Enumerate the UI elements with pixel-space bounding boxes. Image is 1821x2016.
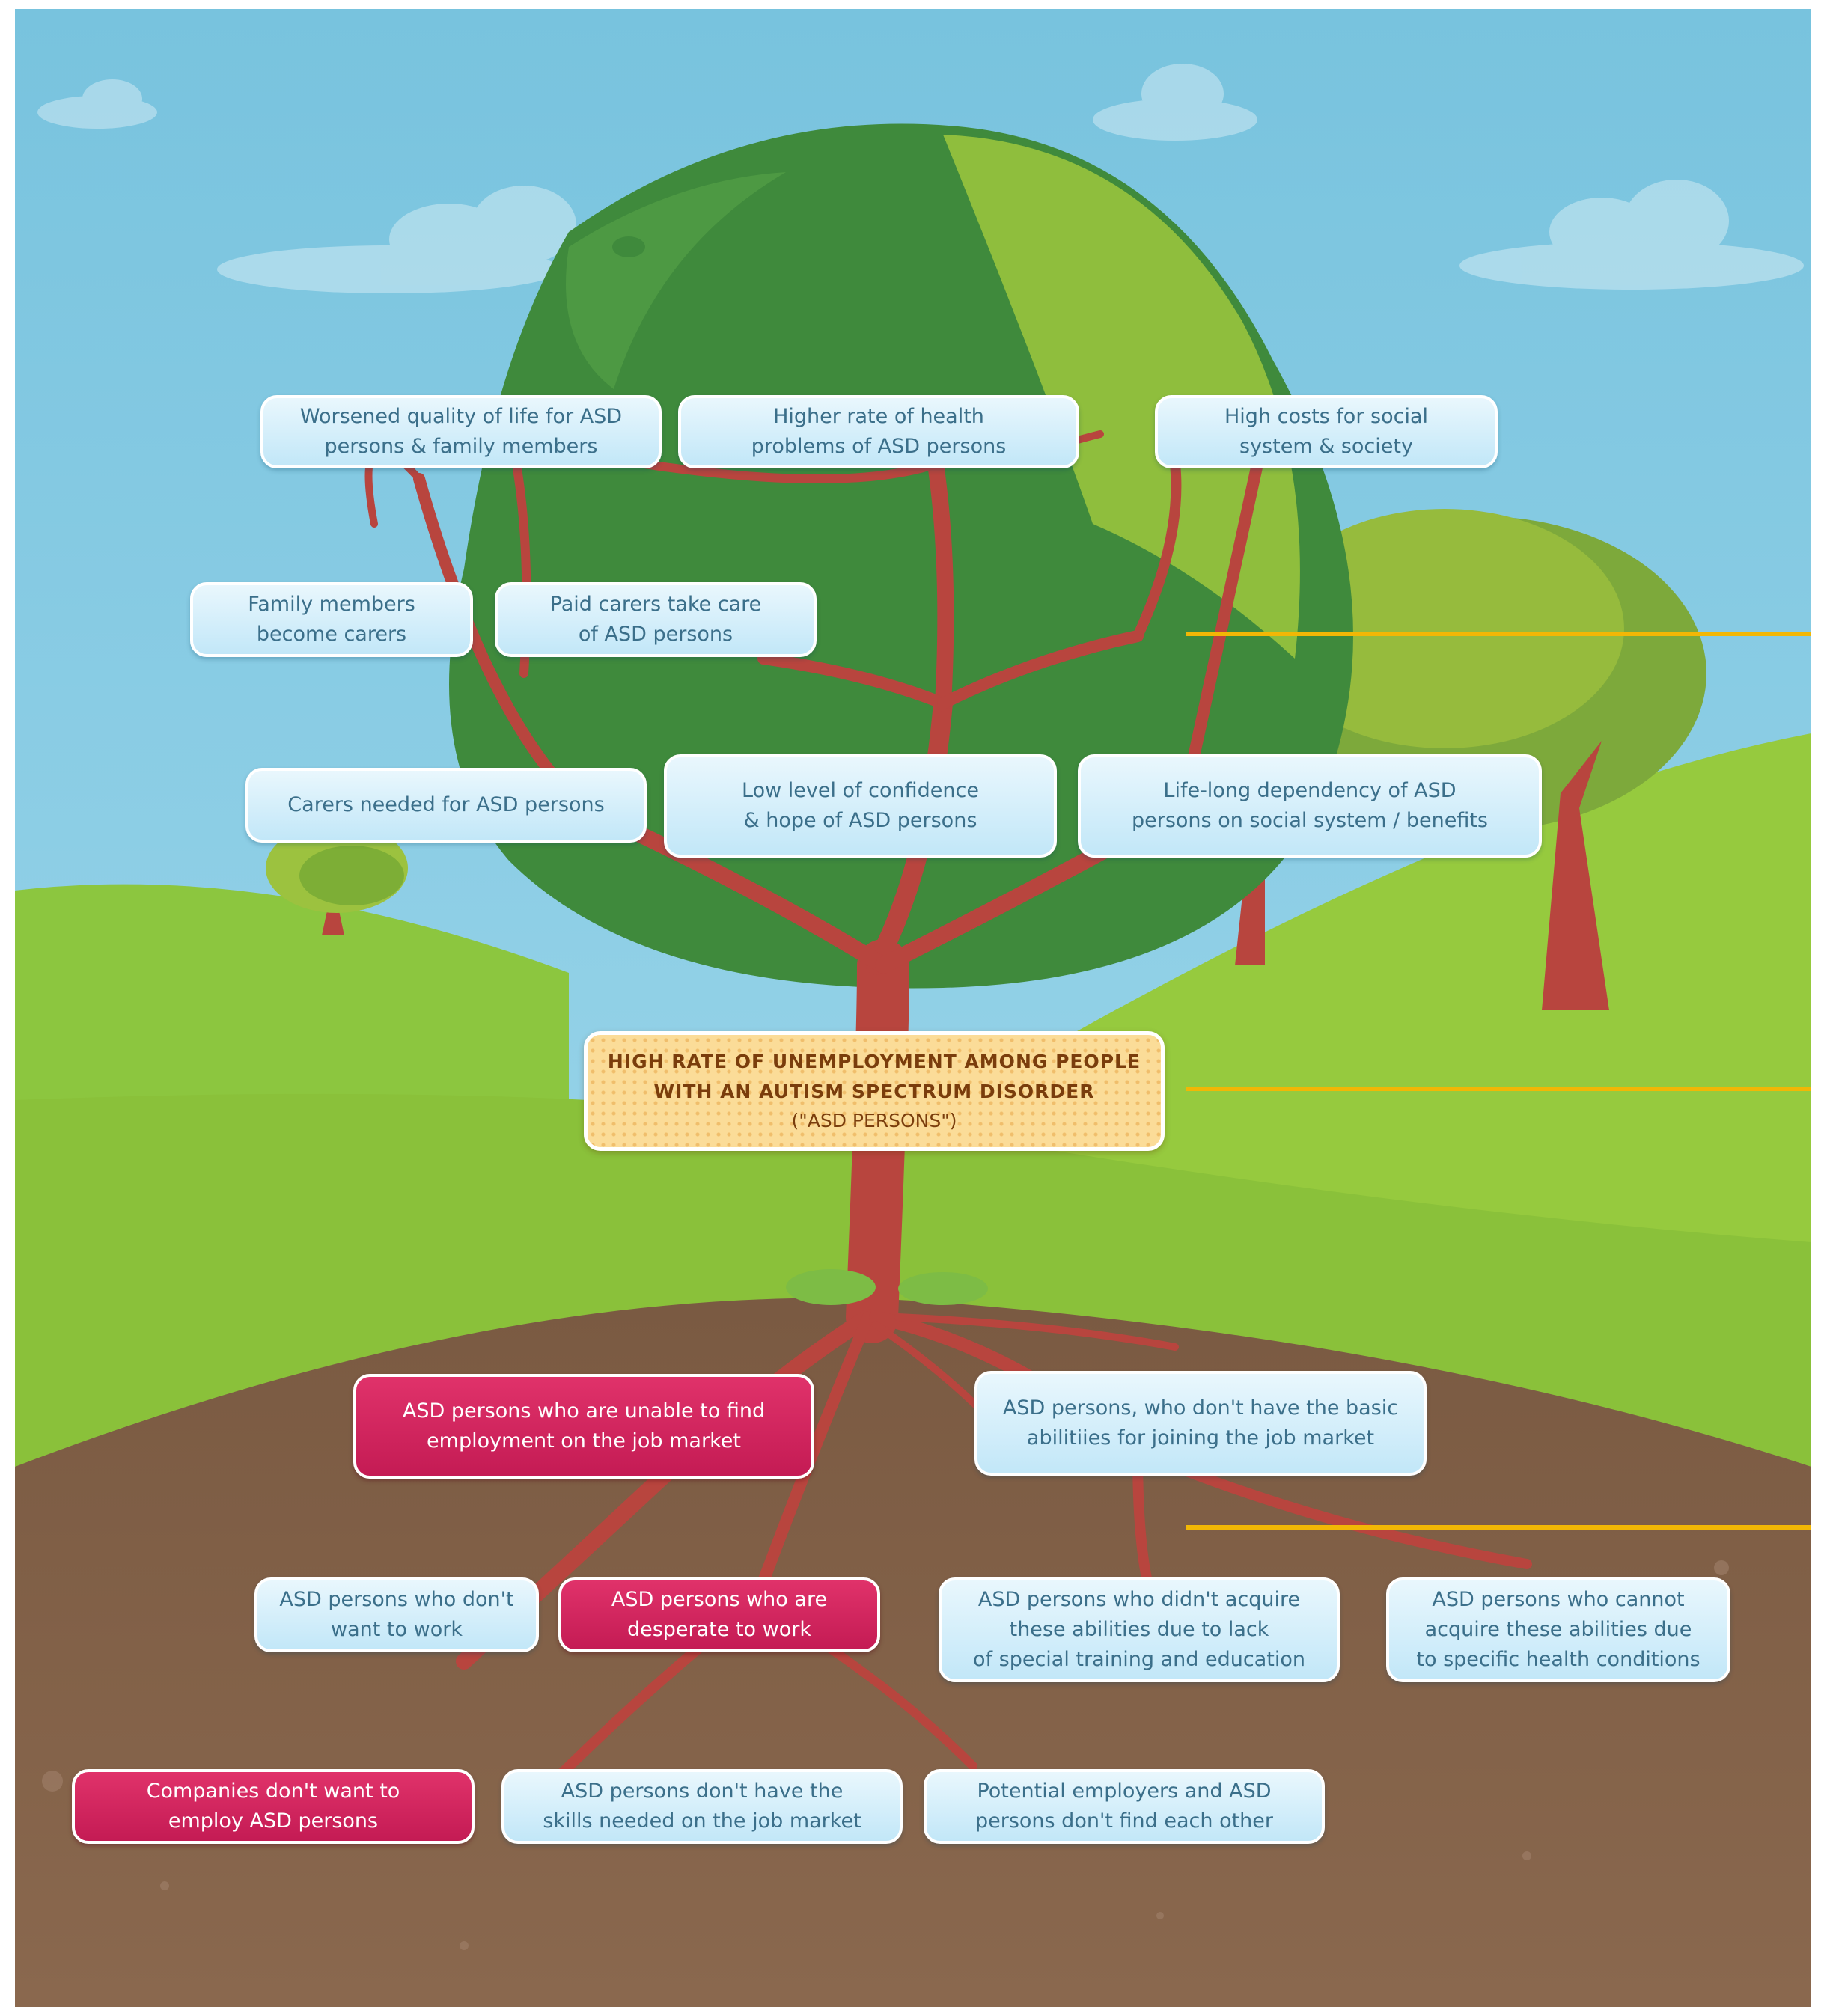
grass-tuft [786,1269,988,1305]
cause-label: ASD persons don't have the skills needed… [543,1780,861,1833]
effect-box: Low level of confidence & hope of ASD pe… [664,754,1057,858]
effect-label: Higher rate of health problems of ASD pe… [751,405,1007,458]
effect-label: Carers needed for ASD persons [287,793,605,816]
effect-box: Higher rate of health problems of ASD pe… [678,395,1079,468]
cause-box: ASD persons who are desperate to work [558,1577,880,1652]
effect-box: High costs for social system & society [1155,395,1498,468]
cause-box: ASD persons who are unable to find emplo… [353,1374,814,1479]
cause-label: ASD persons who don't want to work [279,1588,514,1641]
cause-box: Potential employers and ASD persons don'… [924,1769,1325,1844]
accent-lines [1186,632,1811,1530]
effect-box: Worsened quality of life for ASD persons… [260,395,662,468]
cause-label: Potential employers and ASD persons don'… [974,1780,1274,1833]
cause-box: ASD persons don't have the skills needed… [501,1769,903,1844]
cause-label: Companies don't want to employ ASD perso… [146,1780,400,1833]
effect-box: Family members become carers [190,582,473,657]
cause-label: ASD persons who are desperate to work [611,1588,828,1641]
right-tree [1235,509,1706,1010]
cause-box: ASD persons who didn't acquire these abi… [939,1577,1340,1682]
soil-speckles [42,1560,1729,1950]
clouds [37,64,1804,293]
effect-label: High costs for social system & society [1224,405,1428,458]
effect-label: Low level of confidence & hope of ASD pe… [742,779,979,832]
cause-box: ASD persons who cannot acquire these abi… [1386,1577,1730,1682]
cause-label: ASD persons who cannot acquire these abi… [1416,1588,1700,1671]
cause-box: Companies don't want to employ ASD perso… [72,1769,475,1844]
effect-box: Paid carers take care of ASD persons [495,582,817,657]
cause-box: ASD persons who don't want to work [254,1577,539,1652]
cause-label: ASD persons who didn't acquire these abi… [973,1588,1305,1671]
effect-box: Carers needed for ASD persons [245,768,647,843]
effect-box: Life-long dependency of ASD persons on s… [1078,754,1542,858]
effect-label: Life-long dependency of ASD persons on s… [1132,779,1488,832]
cause-label: ASD persons who are unable to find emplo… [402,1399,766,1453]
cause-box: ASD persons, who don't have the basic ab… [974,1371,1427,1476]
effect-label: Family members become carers [248,593,415,646]
effect-label: Paid carers take care of ASD persons [549,593,762,646]
effect-label: Worsened quality of life for ASD persons… [299,405,623,458]
core-problem-line3: ("ASD PERSONS") [791,1110,957,1131]
core-problem-line2: WITH AN AUTISM SPECTRUM DISORDER [653,1081,1095,1102]
core-problem-line1: HIGH RATE OF UNEMPLOYMENT AMONG PEOPLE [607,1051,1141,1072]
cause-label: ASD persons, who don't have the basic ab… [1002,1396,1399,1450]
core-problem-box: HIGH RATE OF UNEMPLOYMENT AMONG PEOPLE W… [584,1031,1165,1151]
small-tree-left [266,823,408,935]
